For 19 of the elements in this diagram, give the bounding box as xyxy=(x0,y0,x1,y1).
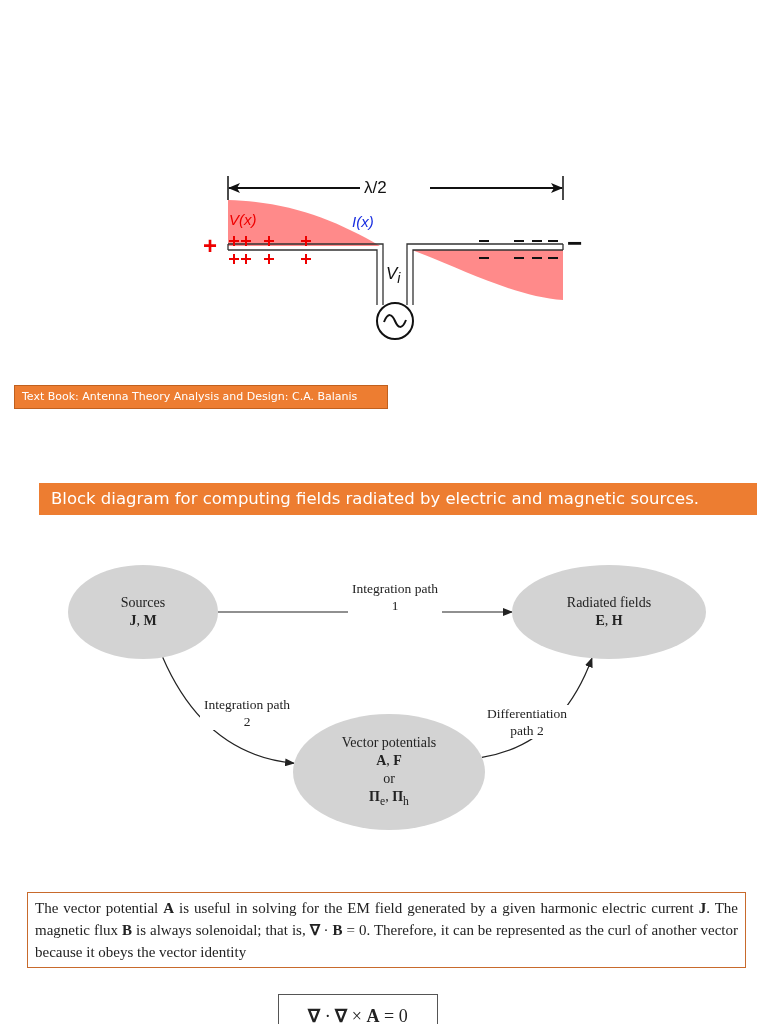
voltage-label: V$_{i}$ xyxy=(386,264,401,287)
node-text: Radiated fields xyxy=(566,594,652,612)
node-text: A, F xyxy=(376,751,402,770)
node-text: or xyxy=(383,769,395,788)
equation: ∇ · ∇ × A = 0 xyxy=(278,994,438,1024)
source-note: Text Book: Antenna Theory Analysis and Design: C.A. Balanis xyxy=(14,385,388,409)
arrow xyxy=(162,656,296,766)
title-banner: Block diagram for computing fields radiated by electric and magnetic sources. xyxy=(39,483,757,515)
current-label: I(x) xyxy=(352,213,374,230)
charge-sign: + xyxy=(203,234,217,258)
dimension-label: λ/2 xyxy=(364,178,387,198)
explanation-paragraph: The vector potential A is useful in solving for the EM field generated by a given harmonic electric current J. The magnetic flux B is always solenoidal; that is, ∇ · B = 0. Therefore, it can be represented as the curl of another vector because it obeys the vector identity xyxy=(27,892,746,968)
node-text: J, M xyxy=(129,612,157,630)
node-text: Sources xyxy=(120,594,166,612)
node-text: E, H xyxy=(595,612,623,630)
node-text: Π$_{e}$, Π$_{h}$ xyxy=(369,787,409,810)
charge-sign: − xyxy=(567,230,583,256)
voltage-label: V(x) xyxy=(229,211,257,228)
node-text: Vector potentials xyxy=(341,733,437,752)
